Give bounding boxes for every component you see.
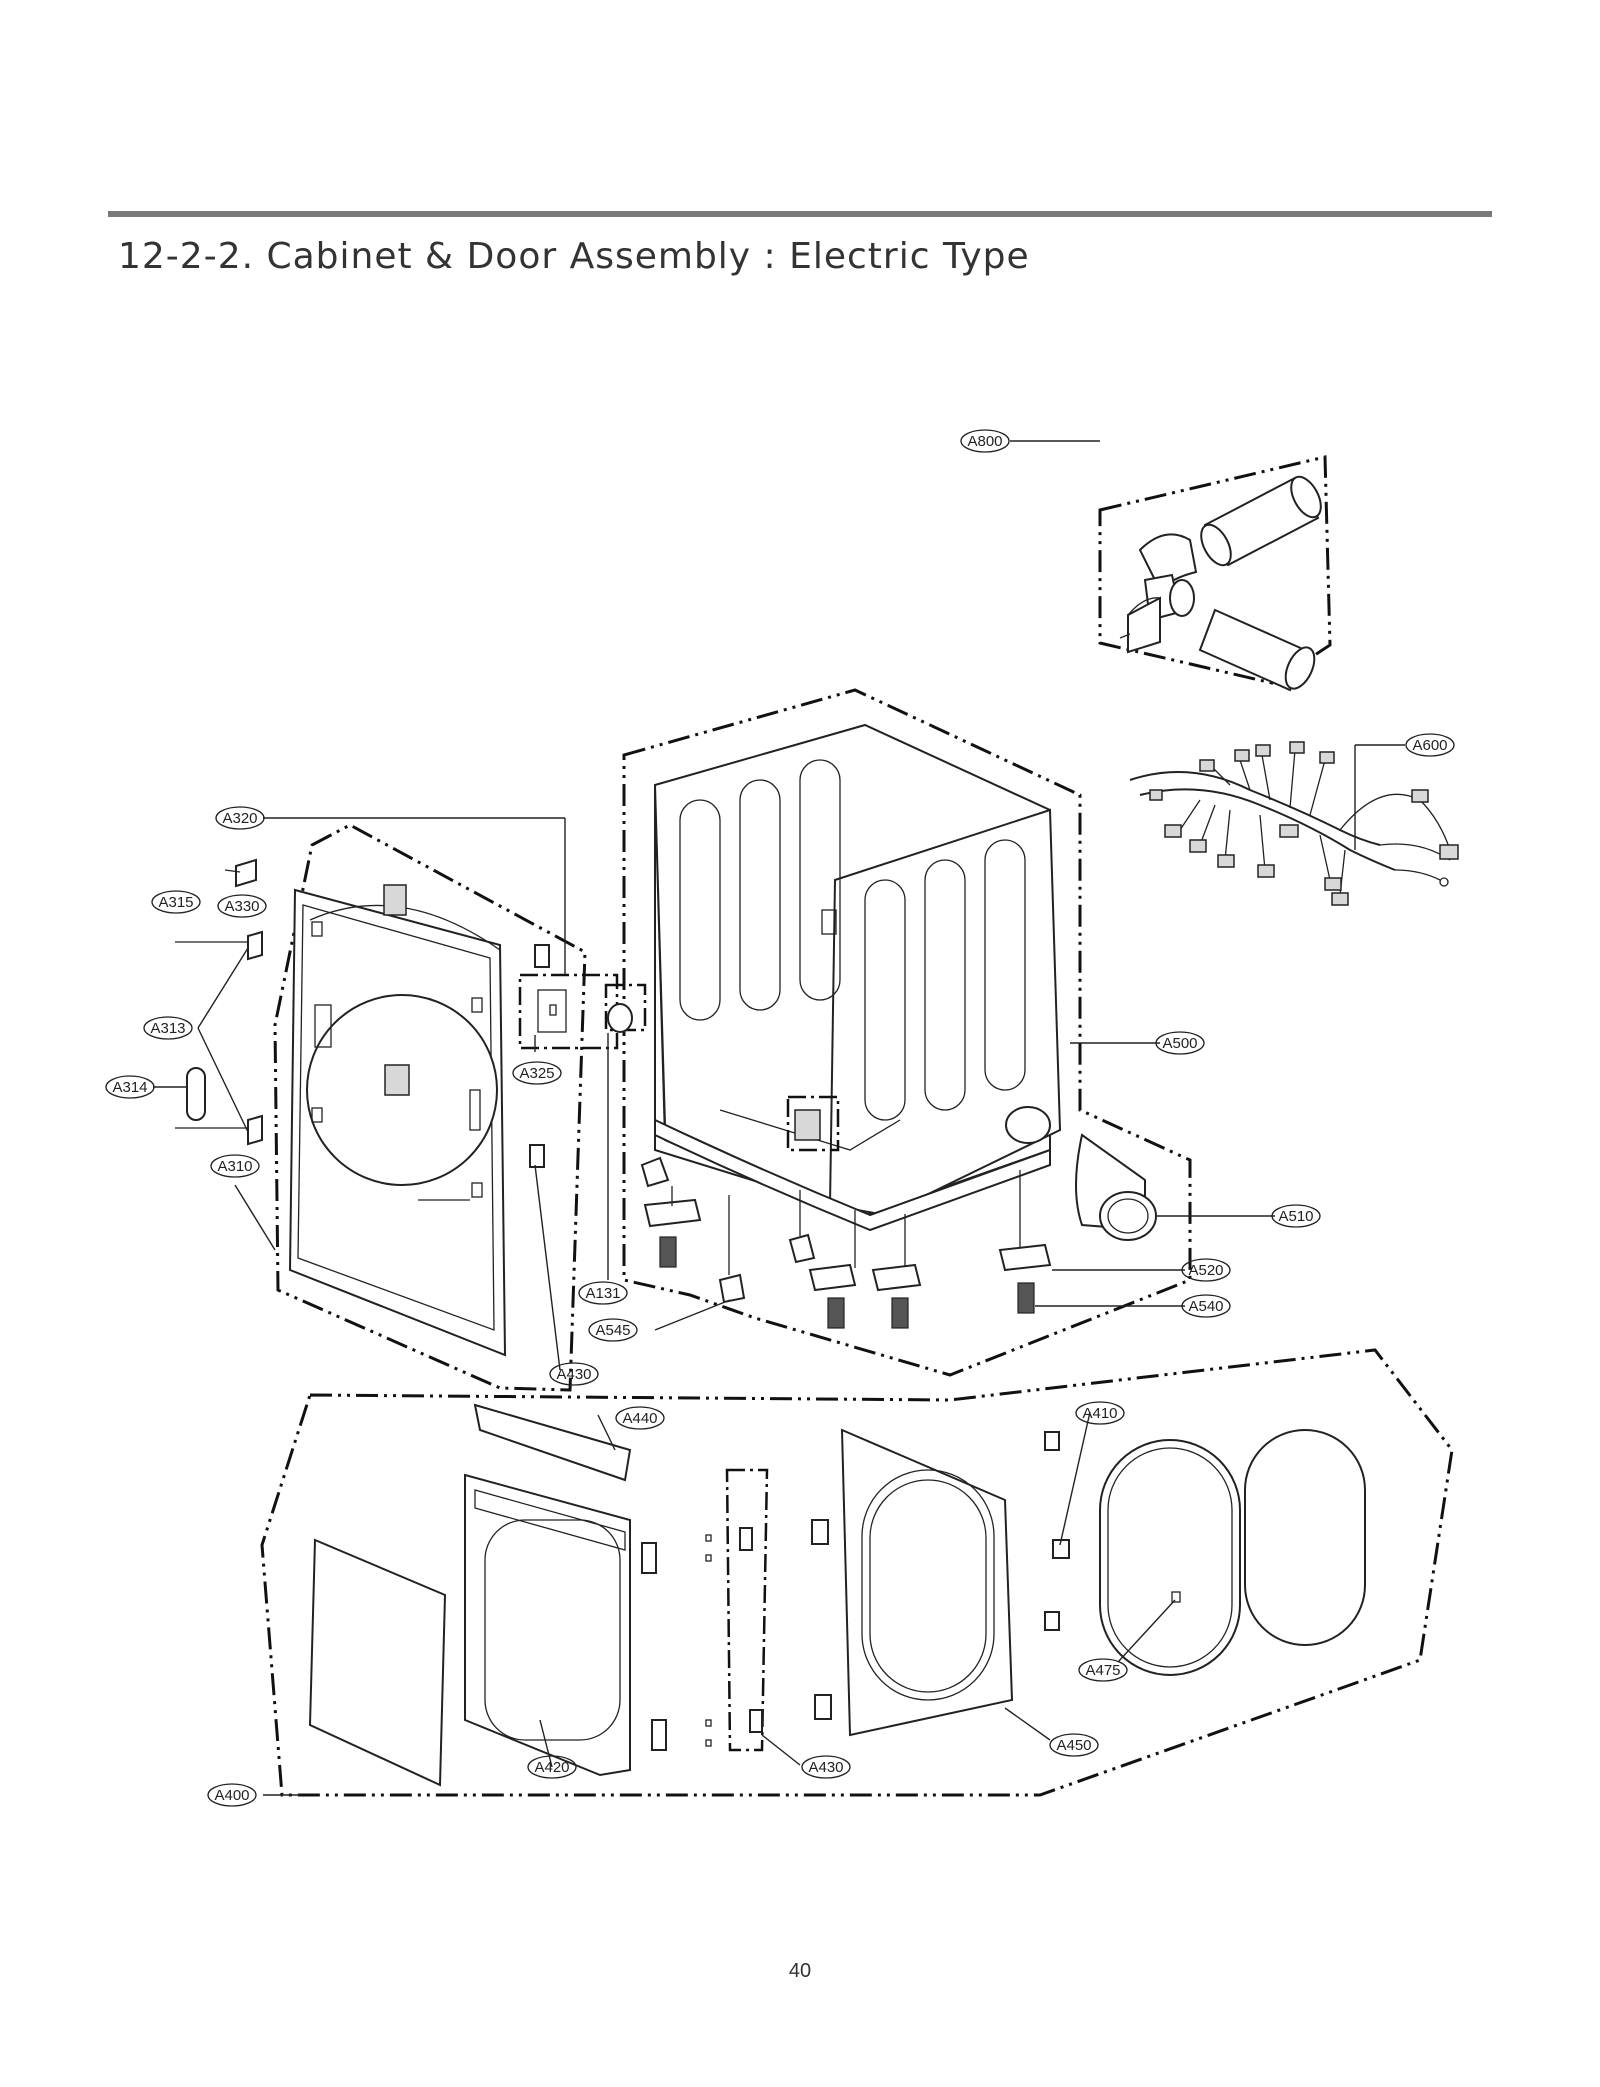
callout-a313: A313 xyxy=(143,1016,193,1040)
svg-text:A131: A131 xyxy=(585,1285,620,1302)
callout-a440: A440 xyxy=(615,1406,665,1430)
callout-a800: A800 xyxy=(960,429,1010,453)
callout-a320: A320 xyxy=(215,806,265,830)
svg-text:A450: A450 xyxy=(1056,1737,1091,1754)
svg-text:A600: A600 xyxy=(1412,737,1447,754)
callout-a520: A520 xyxy=(1181,1258,1231,1282)
duct-kit-group xyxy=(1010,440,1332,692)
svg-text:A440: A440 xyxy=(622,1410,657,1427)
callout-a420: A420 xyxy=(527,1755,577,1779)
svg-text:A430: A430 xyxy=(808,1759,843,1776)
exhaust-vent xyxy=(1075,1133,1275,1241)
svg-text:A500: A500 xyxy=(1162,1035,1197,1052)
svg-text:A510: A510 xyxy=(1278,1208,1313,1225)
svg-text:A315: A315 xyxy=(158,894,193,911)
callout-a310: A310 xyxy=(210,1154,260,1178)
page-title: 12-2-2. Cabinet & Door Assembly : Electr… xyxy=(118,236,1030,277)
svg-text:A310: A310 xyxy=(217,1158,252,1175)
callout-a540: A540 xyxy=(1181,1294,1231,1318)
callout-a314: A314 xyxy=(105,1075,155,1099)
callout-a545: A545 xyxy=(588,1318,638,1342)
callout-a475: A475 xyxy=(1078,1658,1128,1682)
callout-a315: A315 xyxy=(151,890,201,914)
svg-text:A545: A545 xyxy=(595,1322,630,1339)
front-panel-assembly xyxy=(153,817,647,1392)
callout-a430-lower: A430 xyxy=(801,1755,851,1779)
svg-text:A520: A520 xyxy=(1188,1262,1223,1279)
page-number: 40 xyxy=(788,1960,812,1982)
svg-text:A430: A430 xyxy=(556,1366,591,1383)
callout-a400: A400 xyxy=(207,1783,257,1807)
wire-harness xyxy=(1129,741,1459,906)
header-rule xyxy=(108,211,1492,217)
callout-a500: A500 xyxy=(1155,1031,1205,1055)
callout-a450: A450 xyxy=(1049,1733,1099,1757)
svg-text:A325: A325 xyxy=(519,1065,554,1082)
svg-text:A410: A410 xyxy=(1082,1405,1117,1422)
callout-a325: A325 xyxy=(512,1061,562,1085)
callout-a410: A410 xyxy=(1075,1401,1125,1425)
callout-a430-upper: A430 xyxy=(549,1362,599,1386)
svg-text:A320: A320 xyxy=(222,810,257,827)
callout-a330: A330 xyxy=(217,894,267,918)
callout-a510: A510 xyxy=(1271,1204,1321,1228)
leveling-legs xyxy=(640,1156,1185,1331)
svg-text:A313: A313 xyxy=(150,1020,185,1037)
svg-text:A475: A475 xyxy=(1085,1662,1120,1679)
svg-text:A400: A400 xyxy=(214,1787,249,1804)
callout-a131: A131 xyxy=(578,1281,628,1305)
svg-text:A314: A314 xyxy=(112,1079,147,1096)
svg-text:A420: A420 xyxy=(534,1759,569,1776)
svg-text:A540: A540 xyxy=(1188,1298,1223,1315)
svg-text:A330: A330 xyxy=(224,898,259,915)
cabinet-assembly xyxy=(622,688,1192,1377)
callout-a600: A600 xyxy=(1405,733,1455,757)
svg-text:A800: A800 xyxy=(967,433,1002,450)
door-assembly xyxy=(260,1348,1454,1797)
